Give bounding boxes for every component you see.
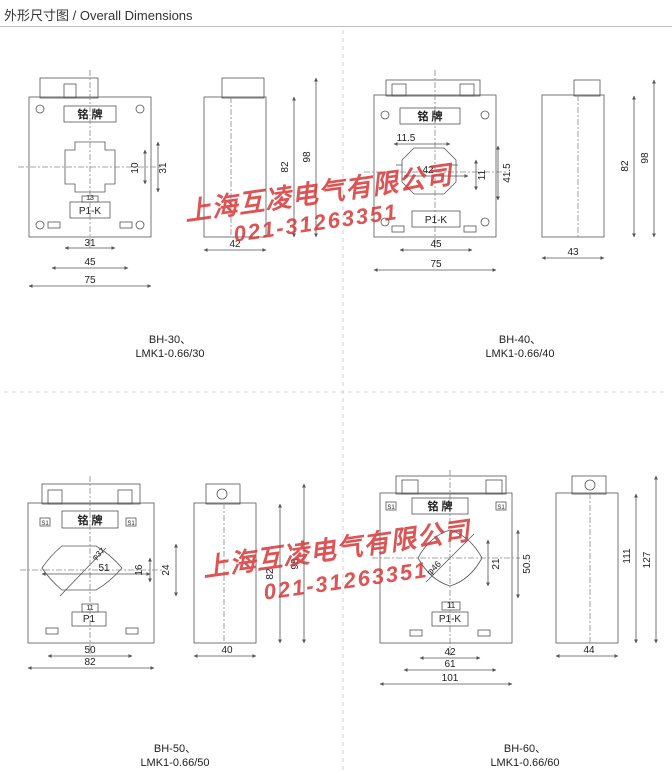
dim-window-height: 24 — [161, 564, 172, 576]
section-header: 外形尺寸图 / Overall Dimensions — [0, 0, 672, 27]
dim-depth: 44 — [583, 645, 595, 656]
terminal-label: P1-K — [439, 614, 462, 625]
dim-slot-height: 21 — [491, 558, 502, 570]
caption-model: LMK1-0.66/40 — [485, 348, 555, 360]
dim-total-height: 98 — [640, 152, 651, 164]
caption-name: BH-60、 — [503, 743, 547, 755]
front-view: 铭 牌 P1-K 11.5 42 45 75 11 41.5 — [364, 70, 513, 272]
slot-label: 13 — [86, 195, 94, 202]
dim-slot-height: 16 — [134, 564, 145, 576]
terminal-label: P1-K — [79, 206, 102, 217]
dim-window-height: 41.5 — [502, 163, 513, 183]
dim-slot-height: 10 — [130, 162, 141, 174]
side-view: 43 82 98 — [541, 79, 656, 260]
dim-body-height: 82 — [265, 568, 276, 580]
dim-inner-width: 42 — [444, 647, 456, 658]
front-view: 铭 牌 S1 S1 P1-K 11 φ46 21 50.5 42 61 101 — [372, 470, 533, 686]
s1-right-label: S1 — [127, 521, 135, 527]
dim-total-height: 127 — [642, 551, 653, 568]
dim-body-height: 82 — [620, 160, 631, 172]
dim-total-width: 75 — [430, 259, 442, 270]
caption-model: LMK1-0.66/60 — [490, 757, 560, 769]
dim-slot-width: 11.5 — [397, 133, 416, 144]
front-view: 铭 牌 S1 S1 P1 11 φ37 51 50 82 16 24 — [20, 476, 178, 670]
dim-depth: 43 — [567, 247, 579, 258]
terminal-label: P1 — [83, 614, 96, 625]
side-view: 44 111 127 — [555, 475, 658, 658]
dim-window-width: 42 — [422, 165, 434, 176]
s1-left-label: S1 — [387, 505, 395, 511]
panel-bh50: 铭 牌 S1 S1 P1 11 φ37 51 50 82 16 24 40 82 — [20, 476, 306, 670]
section-title: 外形尺寸图 / Overall Dimensions — [4, 8, 193, 23]
dim-slot-height: 11 — [477, 169, 488, 180]
dim-total-width: 82 — [84, 657, 96, 668]
caption-bh60: BH-60、 LMK1-0.66/60 — [465, 742, 585, 770]
dim-mount-width: 61 — [444, 659, 456, 670]
dim-window-height: 31 — [158, 162, 169, 174]
panel-bh30: 铭 牌 P1-K 13 31 45 75 10 31 42 82 98 — [18, 70, 318, 288]
plate-label: 铭 牌 — [417, 109, 442, 123]
dim-total-height: 98 — [290, 558, 301, 570]
caption-model: LMK1-0.66/50 — [140, 757, 210, 769]
caption-bh40: BH-40、 LMK1-0.66/40 — [460, 333, 580, 361]
caption-name: BH-40、 — [498, 334, 542, 346]
separators — [4, 30, 668, 770]
terminal-label: P1-K — [425, 215, 448, 226]
front-view: 铭 牌 P1-K 13 31 45 75 10 31 — [18, 70, 169, 288]
dim-mount-width: 45 — [430, 239, 442, 250]
side-view: 40 82 98 — [193, 483, 306, 658]
dim-mount-width: 50 — [84, 645, 96, 656]
s1-left-label: S1 — [41, 521, 49, 527]
dim-total-width: 75 — [84, 275, 96, 286]
dim-diameter: φ37 — [90, 546, 107, 562]
dim-window-width: 31 — [84, 238, 96, 249]
dim-total-height: 98 — [302, 151, 313, 163]
caption-name: BH-50、 — [153, 743, 197, 755]
dim-depth: 42 — [229, 239, 241, 250]
caption-bh50: BH-50、 LMK1-0.66/50 — [115, 742, 235, 770]
s1-right-label: S1 — [497, 505, 505, 511]
caption-name: BH-30、 — [148, 334, 192, 346]
dim-body-height: 111 — [622, 548, 633, 564]
dim-total-width: 101 — [442, 673, 459, 684]
dim-body-height: 82 — [280, 161, 291, 173]
panel-bh60: 铭 牌 S1 S1 P1-K 11 φ46 21 50.5 42 61 101 … — [372, 470, 658, 686]
panel-bh40: 铭 牌 P1-K 11.5 42 45 75 11 41.5 43 82 98 — [364, 70, 656, 272]
caption-bh30: BH-30、 LMK1-0.66/30 — [110, 333, 230, 361]
plate-label: 铭 牌 — [77, 513, 102, 527]
dim-mount-width: 45 — [84, 257, 96, 268]
caption-model: LMK1-0.66/30 — [135, 348, 205, 360]
slot-label: 11 — [86, 605, 93, 612]
plate-label: 铭 牌 — [427, 499, 452, 513]
dim-depth: 40 — [221, 645, 233, 656]
plate-label: 铭 牌 — [77, 107, 102, 121]
dim-window-width: 51 — [98, 563, 110, 574]
side-view: 42 82 98 — [203, 77, 318, 252]
slot-label: 11 — [447, 601, 456, 610]
dim-window-height: 50.5 — [522, 554, 533, 574]
